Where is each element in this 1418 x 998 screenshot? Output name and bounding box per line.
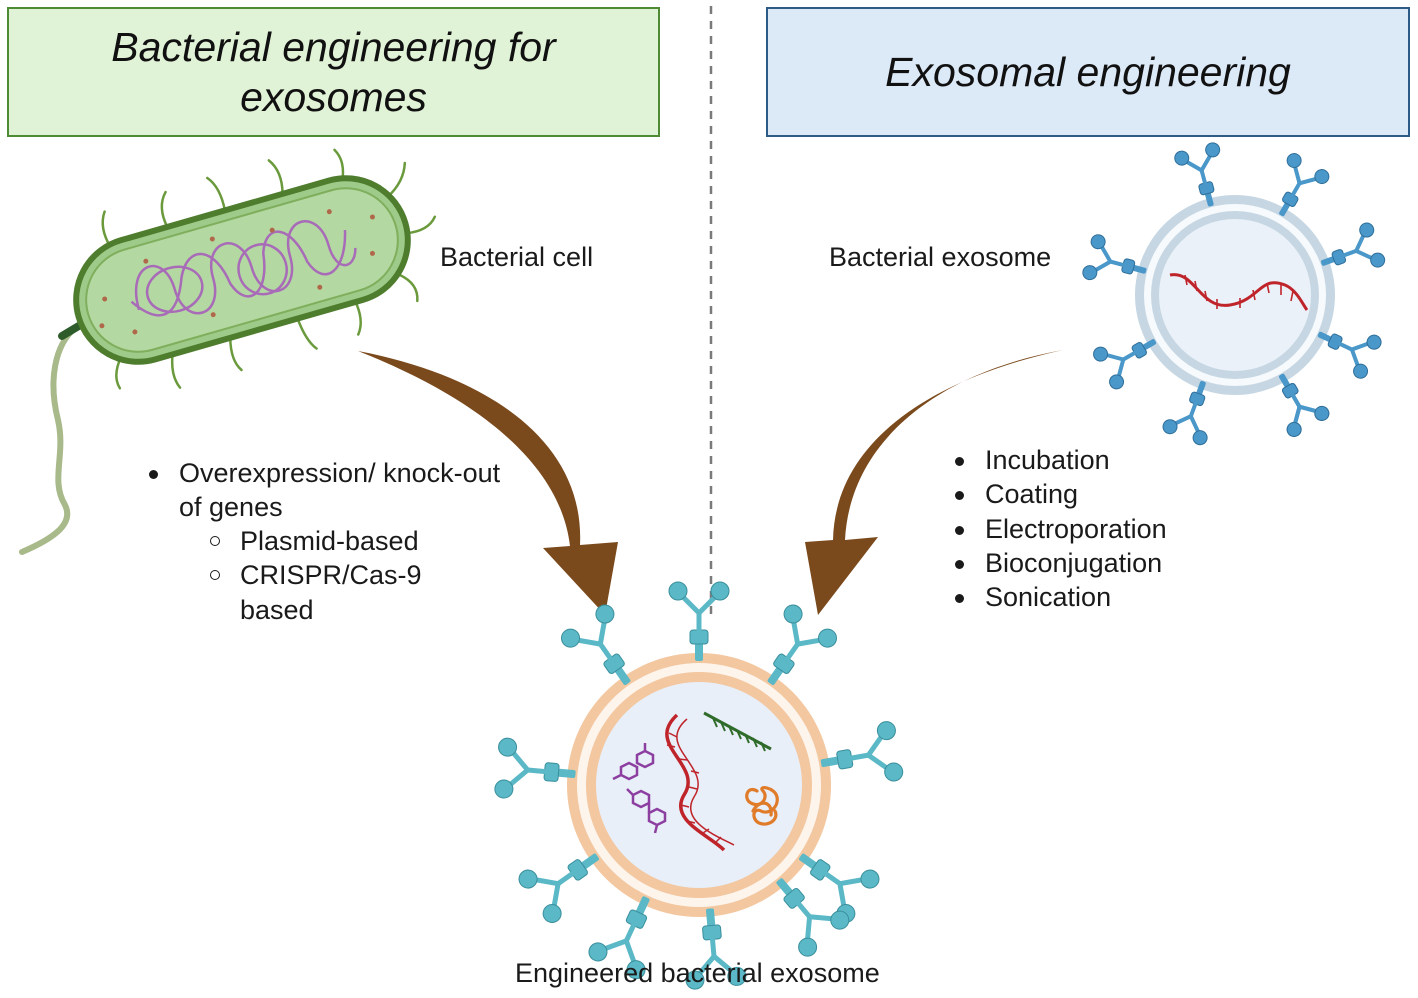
method-item: Incubation bbox=[953, 443, 1253, 477]
right-arrow bbox=[805, 350, 1063, 615]
method-item: Coating bbox=[953, 477, 1253, 511]
bacterium-icon bbox=[19, 148, 437, 555]
exosome-icon bbox=[1079, 139, 1389, 449]
submethod-item: CRISPR/Cas-9 based bbox=[208, 558, 468, 627]
method-item: Overexpression/ knock-out of genes bbox=[147, 456, 517, 525]
method-item: Sonication bbox=[953, 580, 1253, 614]
right-methods-list: Incubation Coating Electroporation Bioco… bbox=[953, 443, 1253, 614]
rna-icon bbox=[1169, 273, 1309, 311]
left-arrow bbox=[358, 351, 618, 615]
left-submethods-list: Plasmid-based CRISPR/Cas-9 based bbox=[208, 524, 468, 627]
right-header-title: Exosomal engineering bbox=[885, 48, 1291, 95]
right-header-box: Exosomal engineering bbox=[766, 7, 1410, 137]
bacterial-cell-label: Bacterial cell bbox=[440, 242, 594, 272]
left-header-title: Bacterial engineering for exosomes bbox=[111, 23, 556, 120]
left-methods-list: Overexpression/ knock-out of genes bbox=[147, 456, 517, 525]
protein-icon bbox=[745, 786, 779, 826]
oligo-icon bbox=[703, 711, 772, 752]
rna-icon bbox=[665, 713, 735, 852]
left-header-box: Bacterial engineering for exosomes bbox=[7, 7, 660, 137]
method-item: Bioconjugation bbox=[953, 546, 1253, 580]
method-item: Electroporation bbox=[953, 512, 1253, 546]
small-molecule-icon bbox=[612, 743, 667, 834]
submethod-item: Plasmid-based bbox=[208, 524, 468, 558]
engineered-exosome-icon bbox=[494, 582, 904, 990]
dna-icon bbox=[130, 220, 357, 317]
engineered-exosome-label: Engineered bacterial exosome bbox=[515, 958, 880, 988]
bacterial-exosome-label: Bacterial exosome bbox=[829, 242, 1052, 272]
